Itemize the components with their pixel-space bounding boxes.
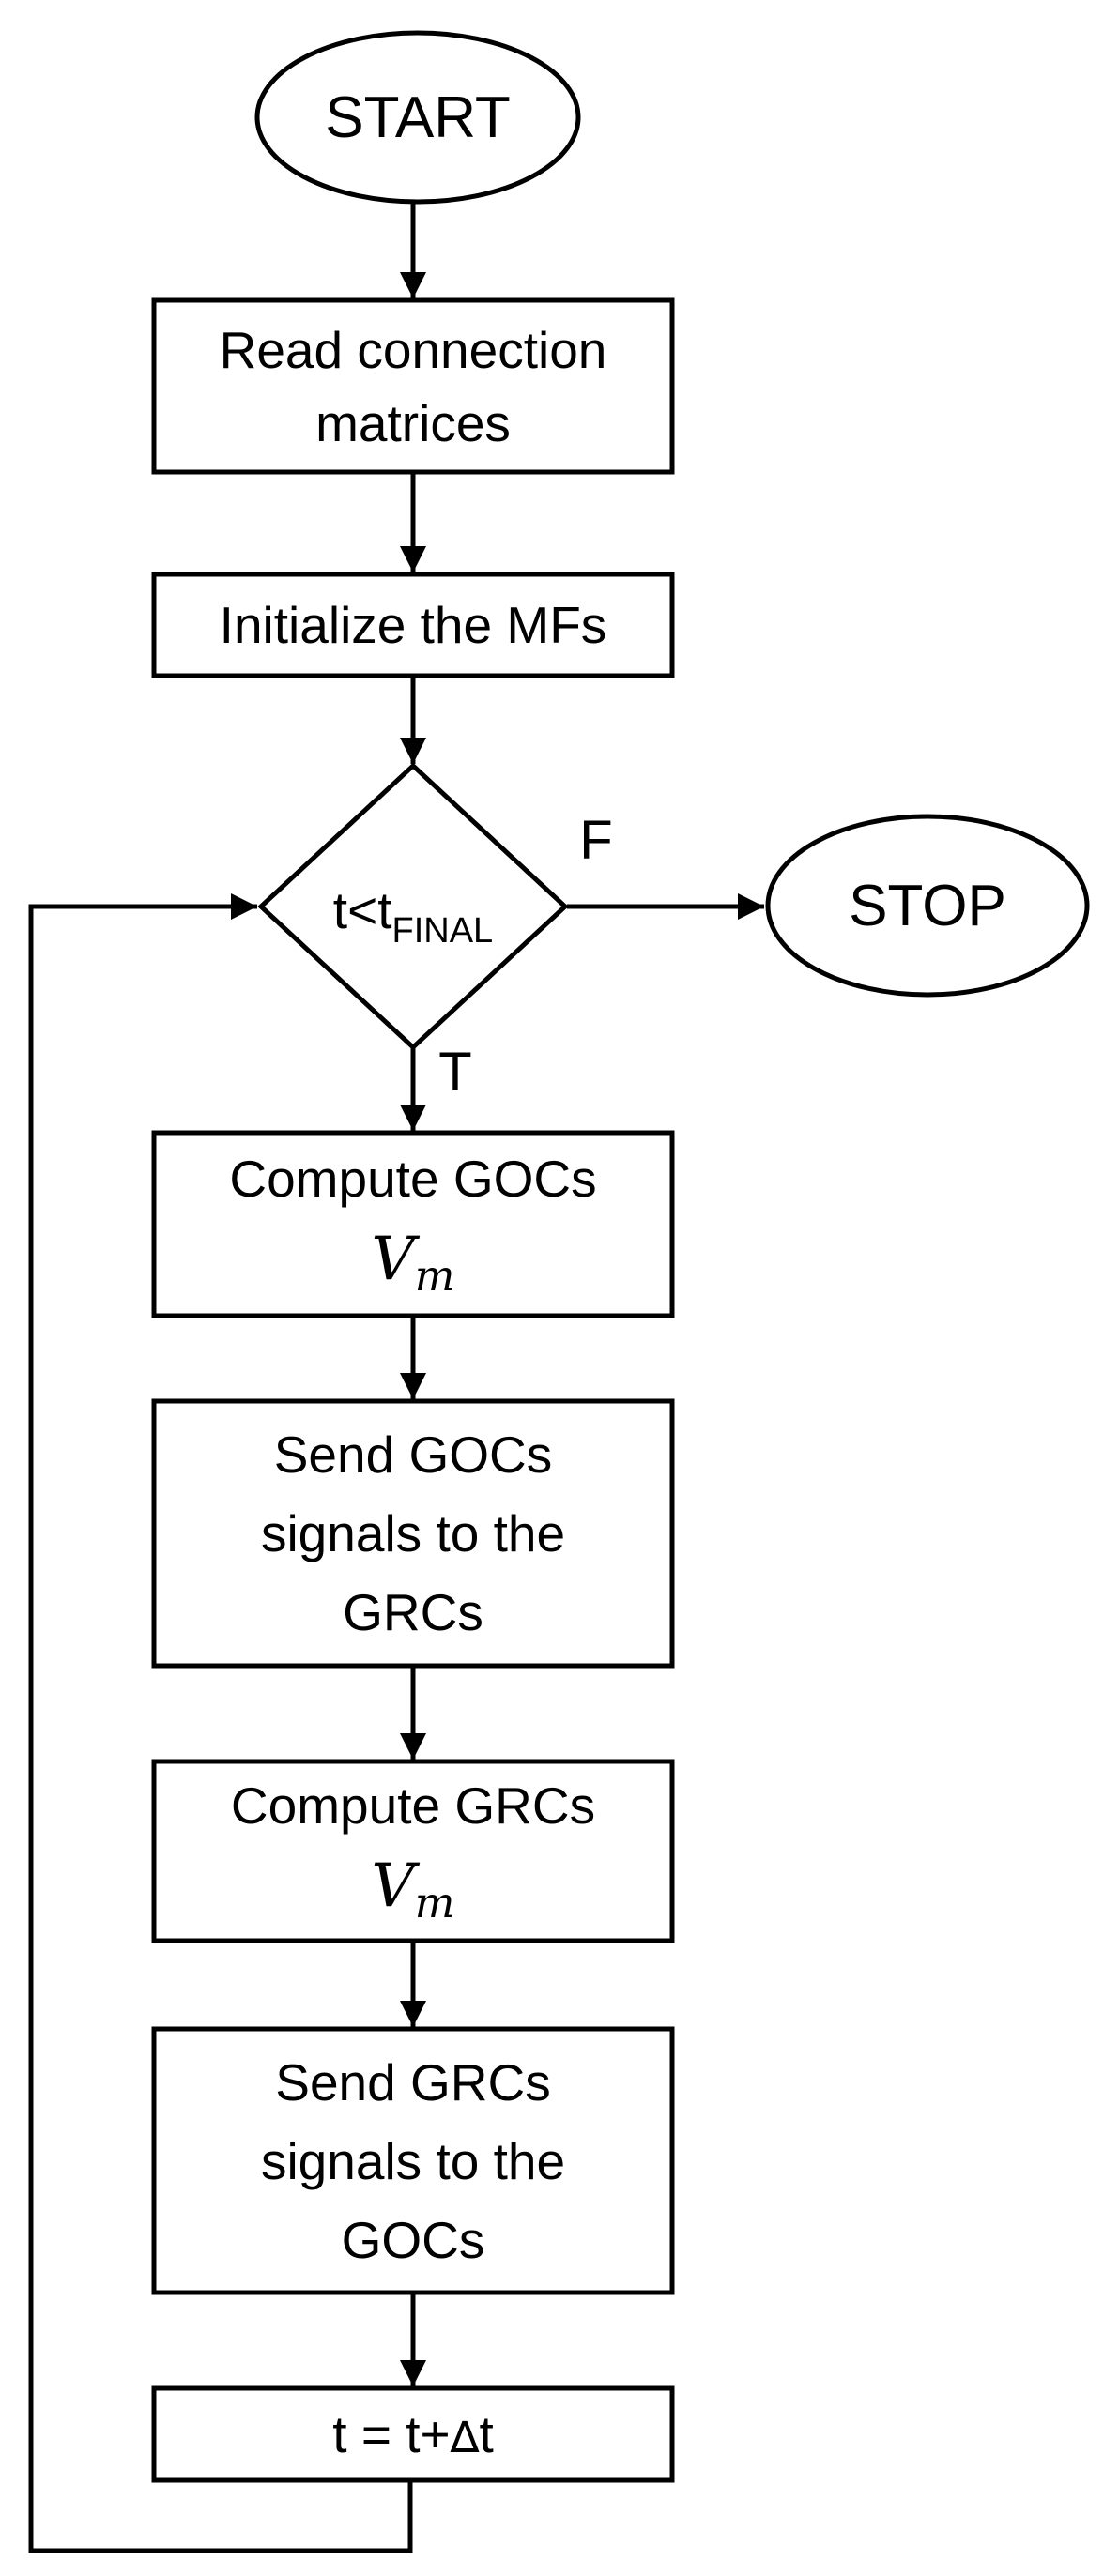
true-branch-label: T [418,1037,493,1106]
send-gocs-label: Send GOCs signals to the GRCs [154,1401,672,1666]
send-gocs-line3: GRCs [343,1583,483,1641]
initialize-line1: Initialize the MFs [219,596,607,654]
delta-symbol: ∆ [450,2412,480,2462]
loop-back-line [28,893,413,2553]
compute-grcs-line1: Compute GRCs [230,1776,596,1835]
compute-grcs-formula-v: V [371,1851,415,1921]
compute-grcs-formula-m: m [414,1877,455,1928]
true-branch-text: T [438,1041,472,1103]
time-check-expression: t<t [332,881,392,939]
send-grcs-line2: signals to the [260,2131,566,2190]
compute-gocs-box [151,1130,675,1318]
update-time-post: t [479,2405,494,2463]
stop-terminal-label: STOP [768,821,1087,990]
send-gocs-line2: signals to the [260,1504,566,1562]
read-matrices-line2: matrices [315,393,511,452]
start-terminal-ellipse [254,30,581,205]
update-time-pre: t = t+ [332,2405,451,2463]
update-time-box [151,2385,675,2483]
read-matrices-label: Read connection matrices [154,300,672,472]
start-text: START [325,84,511,150]
send-grcs-label: Send GRCs signals to the GOCs [154,2029,672,2293]
send-grcs-line1: Send GRCs [275,2052,551,2111]
send-grcs-box [151,2026,675,2295]
update-time-label: t = t+∆t [154,2388,672,2480]
compute-gocs-line1: Compute GOCs [229,1149,597,1208]
compute-gocs-formula-v: V [371,1224,415,1294]
read-matrices-box [151,297,675,475]
compute-grcs-box [151,1759,675,1943]
initialize-label: Initialize the MFs [154,574,672,676]
stop-text: STOP [849,873,1006,938]
compute-gocs-formula-m: m [414,1250,455,1301]
read-matrices-line1: Read connection [219,320,607,379]
send-gocs-box [151,1398,675,1669]
send-grcs-line3: GOCs [341,2210,485,2269]
stop-terminal-ellipse [765,814,1090,998]
false-branch-label: F [559,805,634,875]
time-check-subscript: FINAL [391,911,494,951]
false-branch-text: F [579,809,613,871]
send-gocs-line1: Send GOCs [273,1425,553,1484]
start-terminal-label: START [257,33,578,202]
